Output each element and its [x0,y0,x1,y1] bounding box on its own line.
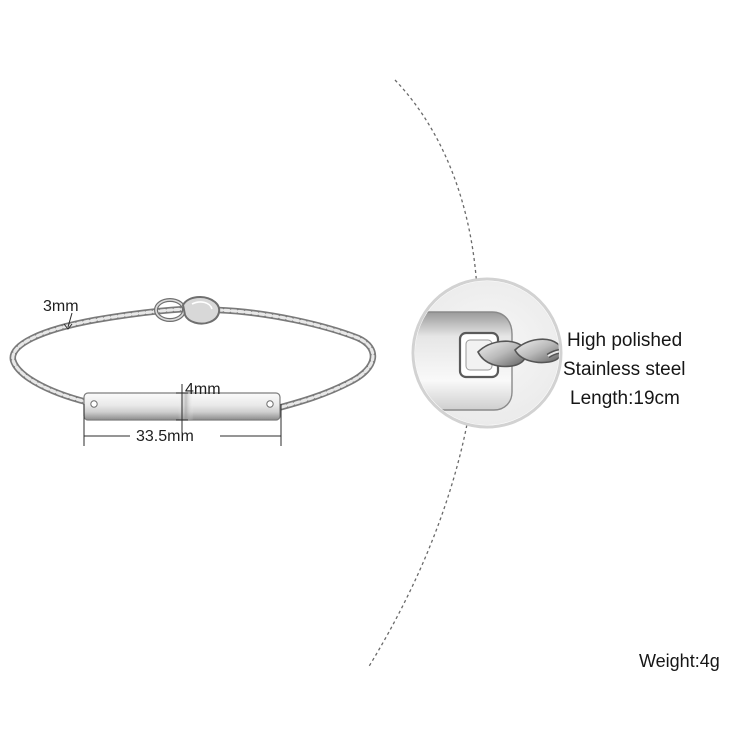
lobster-clasp [154,296,221,325]
weight-label: Weight:4g [639,651,720,671]
spec-length: Length:19cm [570,388,680,409]
spec-material: Stainless steel [563,359,686,380]
zoom-detail-circle [411,277,563,429]
dashed-divider-curve [367,79,479,669]
bracelet-chain [9,296,377,412]
chain-width-label: 3mm [43,298,79,315]
plate-height-label: 4mm [185,381,221,398]
spec-finish: High polished [567,330,683,351]
plate-length-label: 33.5mm [136,428,194,445]
dimension-lines [63,312,282,446]
